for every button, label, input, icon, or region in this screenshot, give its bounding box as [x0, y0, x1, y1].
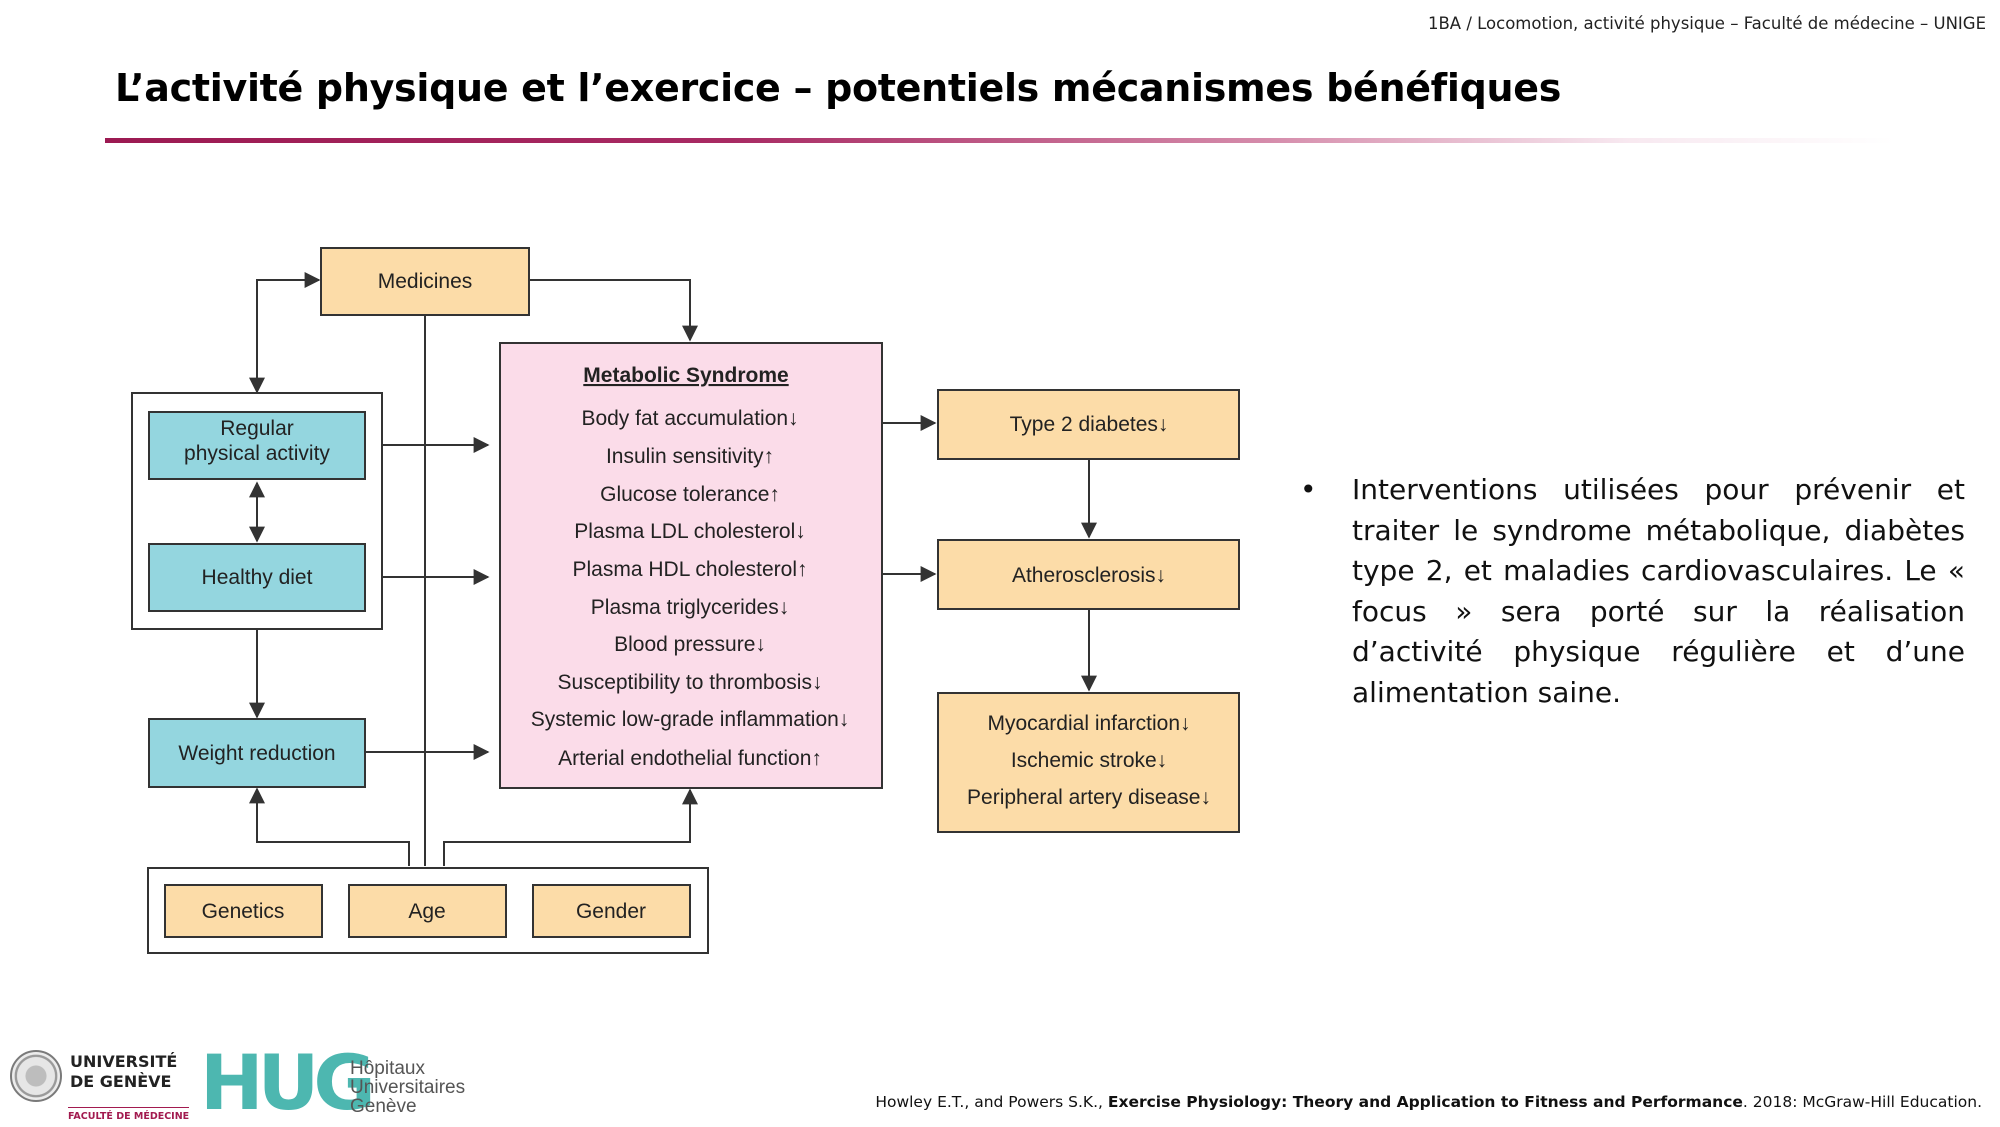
- gender-label: Gender: [576, 900, 646, 923]
- metabolic-item: Plasma LDL cholesterol↓: [574, 520, 806, 543]
- hug-name-line3: Genève: [350, 1096, 417, 1117]
- atherosclerosis-box: Atherosclerosis↓: [937, 539, 1240, 610]
- genetics-box: Genetics: [164, 884, 323, 938]
- weight-reduction-label: Weight reduction: [178, 742, 335, 765]
- metabolic-syndrome-box: Metabolic Syndrome Body fat accumulation…: [499, 342, 883, 789]
- factors-group: [147, 867, 709, 954]
- footer-logos: UNIVERSITÉ DE GENÈVE FACULTÉ DE MÉDECINE…: [8, 1038, 478, 1127]
- metabolic-item: Blood pressure↓: [614, 633, 766, 656]
- arrow-loop-medicines-activity: [249, 272, 321, 394]
- metabolic-item: Arterial endothelial function↑: [558, 747, 822, 770]
- hug-name-line1: Hôpitaux: [350, 1058, 425, 1079]
- citation: Howley E.T., and Powers S.K., Exercise P…: [875, 1093, 1982, 1111]
- hug-name-line2: Universitaires: [350, 1077, 466, 1098]
- gender-box: Gender: [532, 884, 691, 938]
- type2-diabetes-box: Type 2 diabetes↓: [937, 389, 1240, 460]
- type2-diabetes-label: Type 2 diabetes↓: [1010, 413, 1169, 436]
- medicines-label: Medicines: [378, 270, 473, 293]
- bullet-text: Interventions utilisées pour prévenir et…: [1352, 473, 1965, 709]
- metabolic-item: Glucose tolerance↑: [600, 483, 780, 506]
- atherosclerosis-label: Atherosclerosis↓: [1012, 564, 1166, 587]
- metabolic-item: Plasma HDL cholesterol↑: [573, 558, 808, 581]
- connectors: [249, 272, 1097, 866]
- outcome-item: Peripheral artery disease↓: [967, 786, 1211, 809]
- citation-rest: . 2018: McGraw-Hill Education.: [1742, 1093, 1982, 1111]
- arrow-medicines-metabolic: [528, 279, 698, 342]
- outcomes-box: Myocardial infarction↓ Ischemic stroke↓ …: [937, 692, 1240, 833]
- outcome-item: Myocardial infarction↓: [987, 712, 1190, 735]
- bullet-item: • Interventions utilisées pour prévenir …: [1300, 470, 1965, 713]
- regular-activity-box: Regular physical activity: [148, 411, 366, 480]
- weight-reduction-box: Weight reduction: [148, 718, 366, 788]
- unige-name: UNIVERSITÉ DE GENÈVE: [70, 1052, 177, 1092]
- metabolic-item: Insulin sensitivity↑: [606, 445, 774, 468]
- citation-title: Exercise Physiology: Theory and Applicat…: [1107, 1093, 1743, 1111]
- bullet-list: • Interventions utilisées pour prévenir …: [1300, 470, 1965, 713]
- metabolic-item: Systemic low-grade inflammation↓: [531, 708, 850, 731]
- bullet-dot-icon: •: [1300, 473, 1317, 506]
- course-header: 1BA / Locomotion, activité physique – Fa…: [1427, 14, 1986, 33]
- healthy-diet-box: Healthy diet: [148, 543, 366, 612]
- regular-activity-label-2: physical activity: [184, 442, 330, 465]
- unige-name-line2: DE GENÈVE: [70, 1072, 172, 1091]
- citation-authors: Howley E.T., and Powers S.K.,: [875, 1093, 1108, 1111]
- unige-name-line1: UNIVERSITÉ: [70, 1052, 178, 1071]
- age-box: Age: [348, 884, 507, 938]
- metabolic-item: Susceptibility to thrombosis↓: [558, 671, 823, 694]
- slide-title: L’activité physique et l’exercice – pote…: [115, 66, 1562, 110]
- arrow-factors-weight: [249, 787, 410, 866]
- genetics-label: Genetics: [202, 900, 285, 923]
- metabolic-item: Plasma triglycerides↓: [591, 596, 789, 619]
- metabolic-syndrome-title: Metabolic Syndrome: [583, 364, 788, 387]
- outcome-item: Ischemic stroke↓: [1011, 749, 1167, 772]
- healthy-diet-label: Healthy diet: [202, 566, 313, 589]
- unige-faculty: FACULTÉ DE MÉDECINE: [68, 1107, 190, 1122]
- metabolic-item: Body fat accumulation↓: [581, 407, 798, 430]
- title-underline: [105, 138, 1895, 143]
- lifestyle-group: [131, 392, 383, 630]
- hug-name: Hôpitaux Universitaires Genève: [350, 1059, 465, 1116]
- age-label: Age: [408, 900, 445, 923]
- medicines-box: Medicines: [320, 247, 530, 316]
- hug-logo: HUG: [200, 1038, 376, 1127]
- regular-activity-label-1: Regular: [220, 417, 294, 440]
- arrow-factors-metabolic: [443, 788, 698, 866]
- unige-seal-icon: [10, 1050, 62, 1102]
